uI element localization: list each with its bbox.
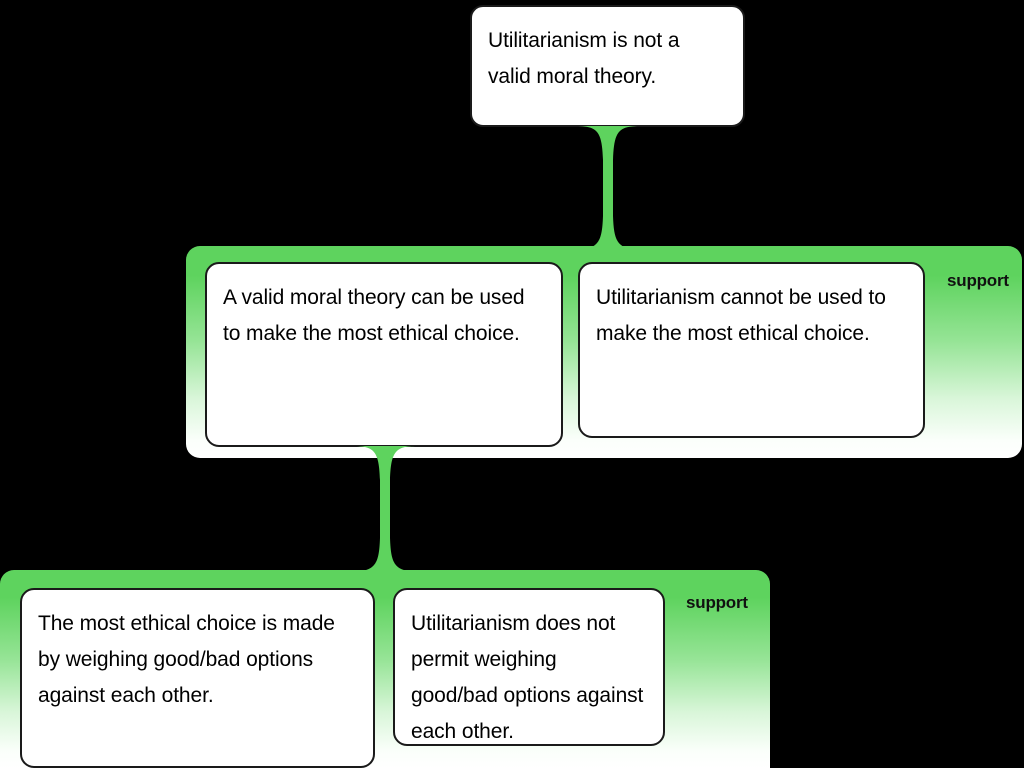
support-label-2: support	[686, 593, 748, 612]
claim-premise-2a-text: The most ethical choice is made by weigh…	[38, 612, 335, 707]
claim-box-premise-1b[interactable]: Utilitarianism cannot be used to make th…	[578, 262, 925, 438]
claim-box-premise-2a[interactable]: The most ethical choice is made by weigh…	[20, 588, 375, 768]
connector-support-1	[568, 126, 648, 250]
claim-box-root[interactable]: Utilitarianism is not a valid moral theo…	[470, 5, 745, 127]
claim-premise-1a-text: A valid moral theory can be used to make…	[223, 286, 525, 345]
claim-premise-2b-text: Utilitarianism does not permit weighing …	[411, 612, 644, 743]
claim-premise-1b-text: Utilitarianism cannot be used to make th…	[596, 286, 886, 345]
claim-box-premise-2b[interactable]: Utilitarianism does not permit weighing …	[393, 588, 665, 746]
claim-root-text: Utilitarianism is not a valid moral theo…	[488, 29, 680, 88]
connector-support-2	[345, 446, 425, 572]
support-label-1: support	[947, 271, 1009, 290]
claim-box-premise-1a[interactable]: A valid moral theory can be used to make…	[205, 262, 563, 447]
